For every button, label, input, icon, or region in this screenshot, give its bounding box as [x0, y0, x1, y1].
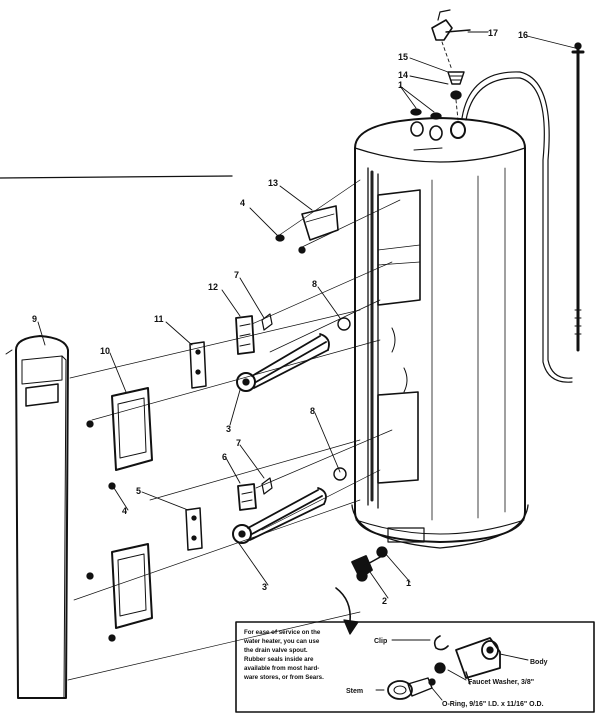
upper-access-cover	[86, 387, 153, 490]
callout-13: 13	[268, 178, 278, 188]
callout-16: 16	[518, 30, 528, 40]
inset-label-clip: Clip	[374, 638, 387, 645]
callout-2: 2	[382, 596, 387, 606]
inset-label-body: Body	[530, 659, 548, 666]
upper-heating-element	[236, 333, 330, 392]
inset-note-line-3: the drain valve spout.	[244, 647, 308, 654]
callout-1-bottom: 1	[406, 578, 411, 588]
drain-valve	[335, 546, 388, 635]
inset-note-line-6: ware stores, or from Sears.	[243, 674, 324, 681]
callout-7-bottom: 7	[236, 438, 241, 448]
callout-10: 10	[100, 346, 110, 356]
callout-3-bottom: 3	[262, 582, 267, 592]
inset-label-stem: Stem	[346, 688, 363, 695]
lower-access-cover	[86, 543, 153, 642]
callout-6: 6	[222, 452, 227, 462]
upper-thermostat	[235, 313, 351, 355]
callout-12: 12	[208, 282, 218, 292]
callout-8-bottom: 8	[310, 406, 315, 416]
thermostat-plates	[185, 341, 207, 551]
lower-thermostat	[237, 467, 347, 511]
callout-15: 15	[398, 52, 408, 62]
insulation-block	[275, 205, 339, 254]
inset-text: For ease of service on the water heater,…	[243, 629, 548, 708]
inset-label-faucet-washer: Faucet Washer, 3/8"	[468, 679, 534, 686]
inset-note-line-5: available from most hard-	[244, 665, 319, 672]
callout-17: 17	[488, 28, 498, 38]
callout-9: 9	[32, 314, 37, 324]
projection-lines	[67, 179, 401, 681]
inset-note-line-4: Rubber seals inside are	[244, 656, 314, 663]
inset-note-line-1: For ease of service on the	[244, 629, 321, 636]
callout-4-top: 4	[240, 198, 245, 208]
callout-3-top: 3	[226, 424, 231, 434]
top-fittings	[410, 9, 573, 383]
dip-tube	[571, 42, 585, 352]
callout-1-top: 1	[398, 80, 403, 90]
lower-heating-element	[232, 487, 327, 544]
callout-7-top: 7	[234, 270, 239, 280]
callout-14: 14	[398, 70, 408, 80]
inset-label-o-ring: O-Ring, 9/16" I.D. x 11/16" O.D.	[442, 701, 544, 708]
callout-4-bottom: 4	[122, 506, 127, 516]
front-jacket-panel	[5, 335, 69, 699]
reference-line	[0, 175, 233, 179]
leader-lines	[37, 31, 576, 599]
inset-note-line-2: water heater, you can use	[243, 638, 320, 645]
drain-valve-inset	[235, 621, 595, 713]
callout-numbers: 17 16 15 14 1 13 4 7 12 8 11 9 10 3 8 7 …	[32, 28, 528, 606]
callout-5: 5	[136, 486, 141, 496]
callout-11: 11	[154, 314, 164, 324]
water-heater-tank	[351, 117, 529, 549]
callout-8-top: 8	[312, 279, 317, 289]
